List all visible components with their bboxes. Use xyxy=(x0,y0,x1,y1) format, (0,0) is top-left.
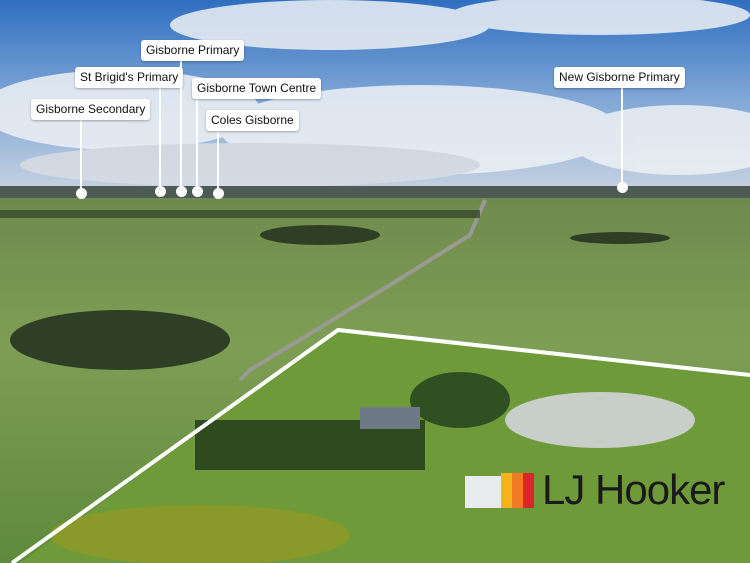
lj-hooker-logo: LJ Hooker xyxy=(501,466,725,513)
location-dot xyxy=(213,188,224,199)
property-boundary xyxy=(10,327,750,563)
label-gisborne-primary: Gisborne Primary xyxy=(141,40,245,61)
logo-bar-orange xyxy=(512,472,523,508)
distant-hills xyxy=(0,186,750,200)
pointer-line xyxy=(159,88,161,191)
pointer-line xyxy=(621,88,623,187)
pointer-line xyxy=(217,131,219,193)
logo-bar-red xyxy=(523,472,534,508)
trees-property xyxy=(410,372,510,428)
location-dot xyxy=(617,182,628,193)
house xyxy=(360,407,420,429)
location-dot xyxy=(192,186,203,197)
road xyxy=(238,199,487,382)
location-dot xyxy=(155,186,166,197)
location-dot xyxy=(76,188,87,199)
pointer-line xyxy=(180,61,182,191)
location-dot xyxy=(176,186,187,197)
dam xyxy=(505,392,695,448)
label-st-brigids-primary: St Brigid's Primary xyxy=(75,67,184,88)
label-new-gisborne-primary: New Gisborne Primary xyxy=(554,67,685,88)
label-coles-gisborne: Coles Gisborne xyxy=(206,110,299,131)
logo-bar-yellow xyxy=(501,472,512,508)
pointer-line xyxy=(80,120,82,193)
label-gisborne-town-centre: Gisborne Town Centre xyxy=(192,78,322,99)
hedge-front xyxy=(50,505,350,563)
logo-text: LJ Hooker xyxy=(542,466,725,513)
trees xyxy=(0,210,670,370)
label-gisborne-secondary: Gisborne Secondary xyxy=(31,99,151,120)
pointer-line xyxy=(196,99,198,191)
clouds xyxy=(0,0,750,187)
